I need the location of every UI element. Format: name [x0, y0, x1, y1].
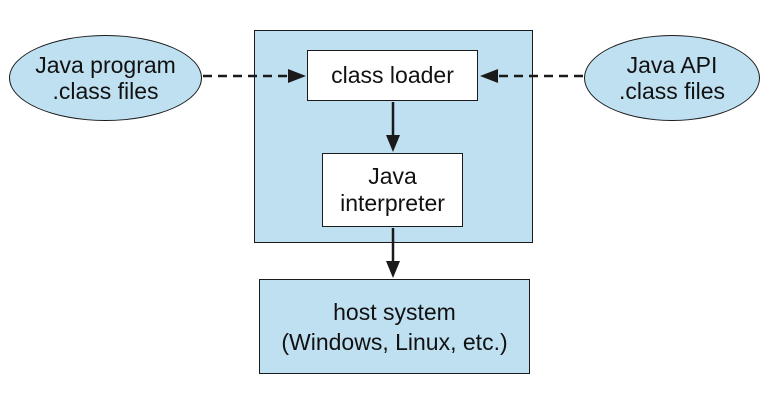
java-program-label-line1: Java program: [35, 52, 176, 78]
java-interpreter-label-line1: Java: [368, 163, 417, 189]
java-program-label-line2: .class files: [52, 78, 159, 104]
java-api-label: Java API .class files: [619, 52, 725, 104]
host-system-box: host system (Windows, Linux, etc.): [259, 279, 530, 374]
java-interpreter-label: Java interpreter: [340, 163, 445, 217]
java-api-label-line2: .class files: [618, 78, 726, 104]
class-loader-label: class loader: [331, 62, 454, 88]
java-program-label: Java program .class files: [35, 52, 176, 104]
host-system-label: host system (Windows, Linux, etc.): [281, 297, 507, 357]
host-system-label-line2: (Windows, Linux, etc.): [281, 328, 508, 355]
java-api-label-line1: Java API: [626, 52, 718, 78]
java-program-class-files-oval: Java program .class files: [9, 35, 202, 121]
java-interpreter-box: Java interpreter: [322, 153, 463, 227]
class-loader-box: class loader: [307, 50, 478, 101]
java-interpreter-label-line2: interpreter: [340, 190, 445, 216]
arrowhead-interpreter-to-host-icon: [386, 261, 400, 278]
java-api-class-files-oval: Java API .class files: [584, 35, 760, 121]
host-system-label-line1: host system: [333, 298, 456, 325]
